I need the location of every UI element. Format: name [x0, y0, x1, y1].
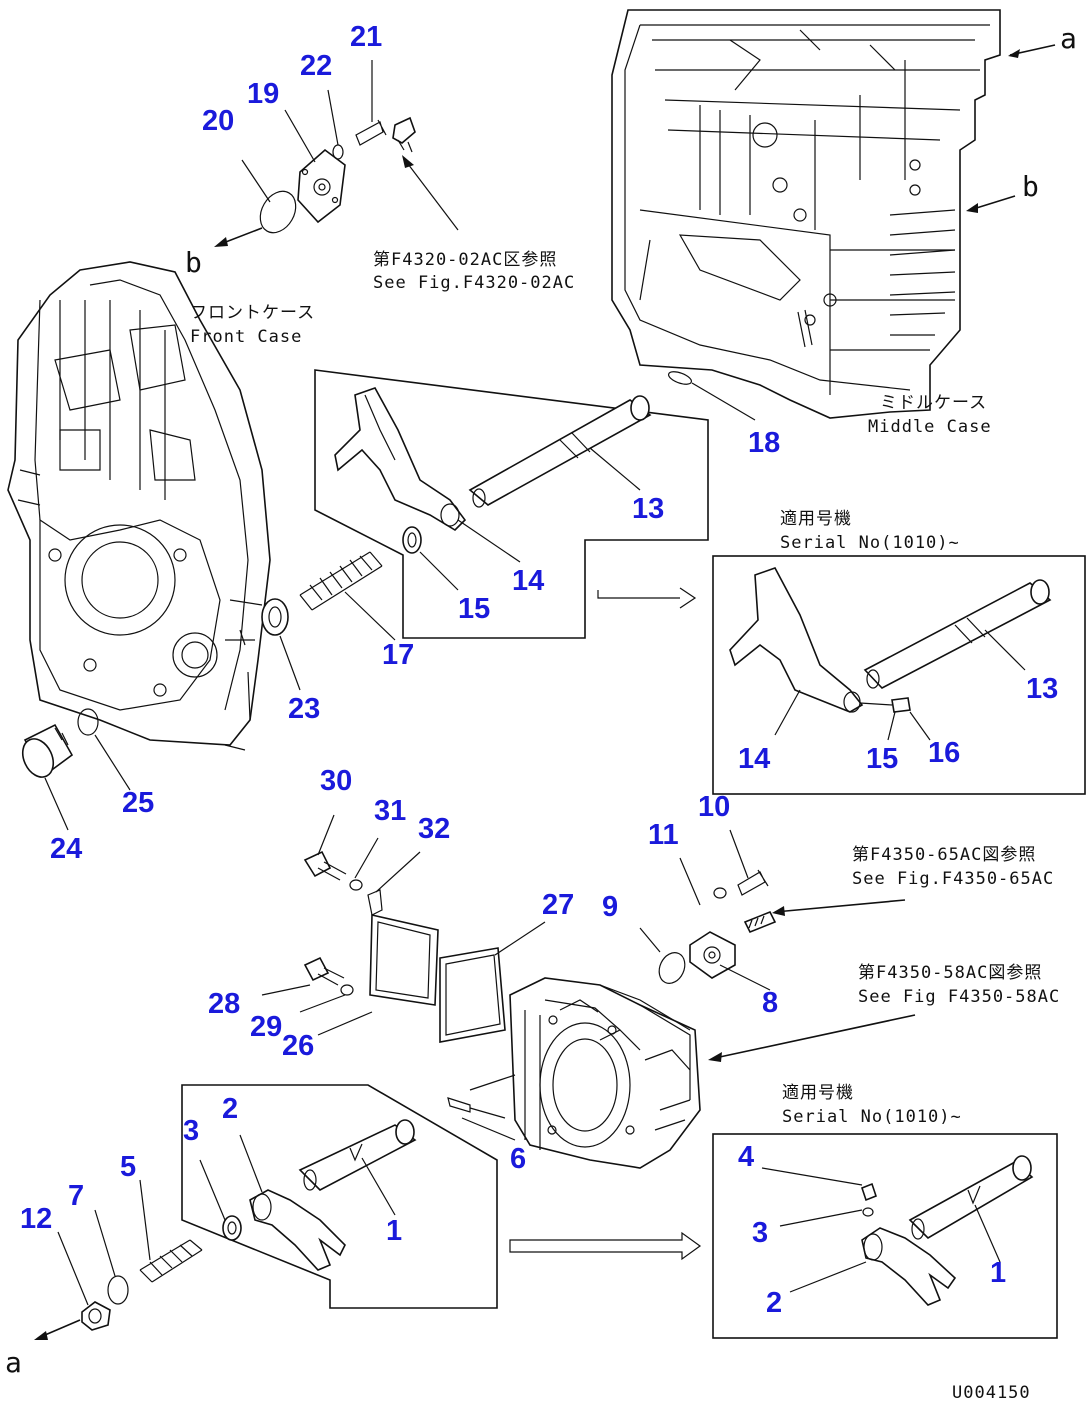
callout-23: 23	[288, 693, 320, 725]
middle-case-illustration	[611, 9, 1001, 419]
note-f4350-58-en: See Fig F4350-58AC	[858, 987, 1060, 1007]
fork-14-upper-variant	[729, 567, 864, 713]
rear-housing-illustration	[509, 977, 701, 1169]
ref-b-left: b	[185, 246, 202, 279]
callout-15b: 15	[866, 743, 898, 775]
parts-19-22-group	[259, 116, 459, 234]
part-3-lower	[222, 1215, 242, 1241]
callout-21: 21	[350, 21, 382, 53]
callout-12: 12	[20, 1203, 52, 1235]
callout-2a: 2	[222, 1093, 238, 1125]
callout-20: 20	[202, 105, 234, 137]
callout-28: 28	[208, 988, 240, 1020]
note-f4350-65-jp: 第F4350-65AC図参照	[852, 845, 1036, 865]
callout-15a: 15	[458, 593, 490, 625]
fork-14-upper	[334, 387, 467, 532]
arrow-to-part-10	[774, 899, 906, 913]
callout-13a: 13	[632, 493, 664, 525]
note-f4350-65-en: See Fig.F4350-65AC	[852, 869, 1054, 889]
note-f4320-jp: 第F4320-02AC区参照	[373, 250, 557, 270]
callout-1b: 1	[990, 1257, 1006, 1289]
part-16-pin	[891, 697, 911, 713]
callout-17: 17	[382, 639, 414, 671]
parts-8-11-group	[658, 869, 777, 984]
serial-top-jp: 適用号機	[780, 509, 852, 529]
note-f4350-58-jp: 第F4350-58AC図参照	[858, 963, 1042, 983]
arrow-to-rear-housing	[714, 1014, 916, 1059]
callout-7: 7	[68, 1180, 84, 1212]
front-case-illustration	[7, 261, 271, 751]
callout-3b: 3	[752, 1217, 768, 1249]
rod-13-upper-variant	[863, 579, 1052, 689]
callout-26: 26	[282, 1030, 314, 1062]
callout-3a: 3	[183, 1115, 199, 1147]
part-18-oring	[667, 371, 693, 385]
fork-group-upper-frame	[314, 369, 709, 639]
rod-1-lower-variant	[908, 1155, 1034, 1240]
serial-box-upper	[712, 555, 1086, 795]
callout-24: 24	[50, 833, 82, 865]
callout-11: 11	[648, 819, 679, 851]
callout-14a: 14	[512, 565, 544, 597]
rod-1-lower	[298, 1119, 417, 1191]
part-3-variant	[862, 1207, 874, 1217]
callout-10: 10	[698, 791, 730, 823]
callout-30: 30	[320, 765, 352, 797]
ref-a-top: a	[1060, 22, 1077, 55]
callout-6: 6	[510, 1143, 526, 1175]
callout-1a: 1	[386, 1215, 402, 1247]
arrow-to-serial-box-upper	[597, 590, 680, 599]
ref-b-top: b	[1022, 170, 1039, 203]
note-f4320-en: See Fig.F4320-02AC	[373, 273, 575, 293]
callout-27: 27	[542, 889, 574, 921]
front-case-label-en: Front Case	[190, 327, 302, 347]
callout-16: 16	[928, 737, 960, 769]
serial-bottom-en: Serial No(1010)~	[782, 1107, 962, 1127]
arrow-to-serial-box-lower	[509, 1231, 702, 1261]
ref-a-bottom: a	[5, 1346, 22, 1379]
part-4-ball	[861, 1182, 877, 1202]
callout-19: 19	[247, 78, 279, 110]
callout-14b: 14	[738, 743, 770, 775]
callout-2b: 2	[766, 1287, 782, 1319]
parts-26-32-group	[303, 850, 506, 1043]
fork-group-lower-frame	[181, 1084, 498, 1309]
rod-13-upper	[468, 395, 652, 508]
callout-18: 18	[748, 427, 780, 459]
serial-box-lower	[712, 1133, 1058, 1339]
middle-case-label-en: Middle Case	[868, 417, 992, 437]
fork-2-lower	[249, 1189, 346, 1271]
callout-32: 32	[418, 813, 450, 845]
callout-5: 5	[120, 1151, 136, 1183]
parts-5-7-12-group	[81, 1239, 203, 1331]
callout-25: 25	[122, 787, 154, 819]
serial-top-en: Serial No(1010)~	[780, 533, 960, 553]
middle-case-label-jp: ミドルケース	[880, 393, 987, 413]
callout-4: 4	[738, 1141, 754, 1173]
callout-8: 8	[762, 987, 778, 1019]
fork-2-lower-variant	[861, 1227, 957, 1306]
callout-9: 9	[602, 891, 618, 923]
callout-29: 29	[250, 1011, 282, 1043]
part-6-pin	[447, 1097, 471, 1113]
part-15-upper	[402, 526, 422, 554]
callout-31: 31	[374, 795, 406, 827]
front-case-label-jp: フロントケース	[190, 303, 315, 323]
serial-bottom-jp: 適用号機	[782, 1083, 854, 1103]
parts-17-23-group	[261, 551, 383, 636]
parts-24-25-group	[21, 708, 99, 778]
callout-13b: 13	[1026, 673, 1058, 705]
drawing-code: U004150	[952, 1383, 1031, 1403]
callout-22: 22	[300, 50, 332, 82]
